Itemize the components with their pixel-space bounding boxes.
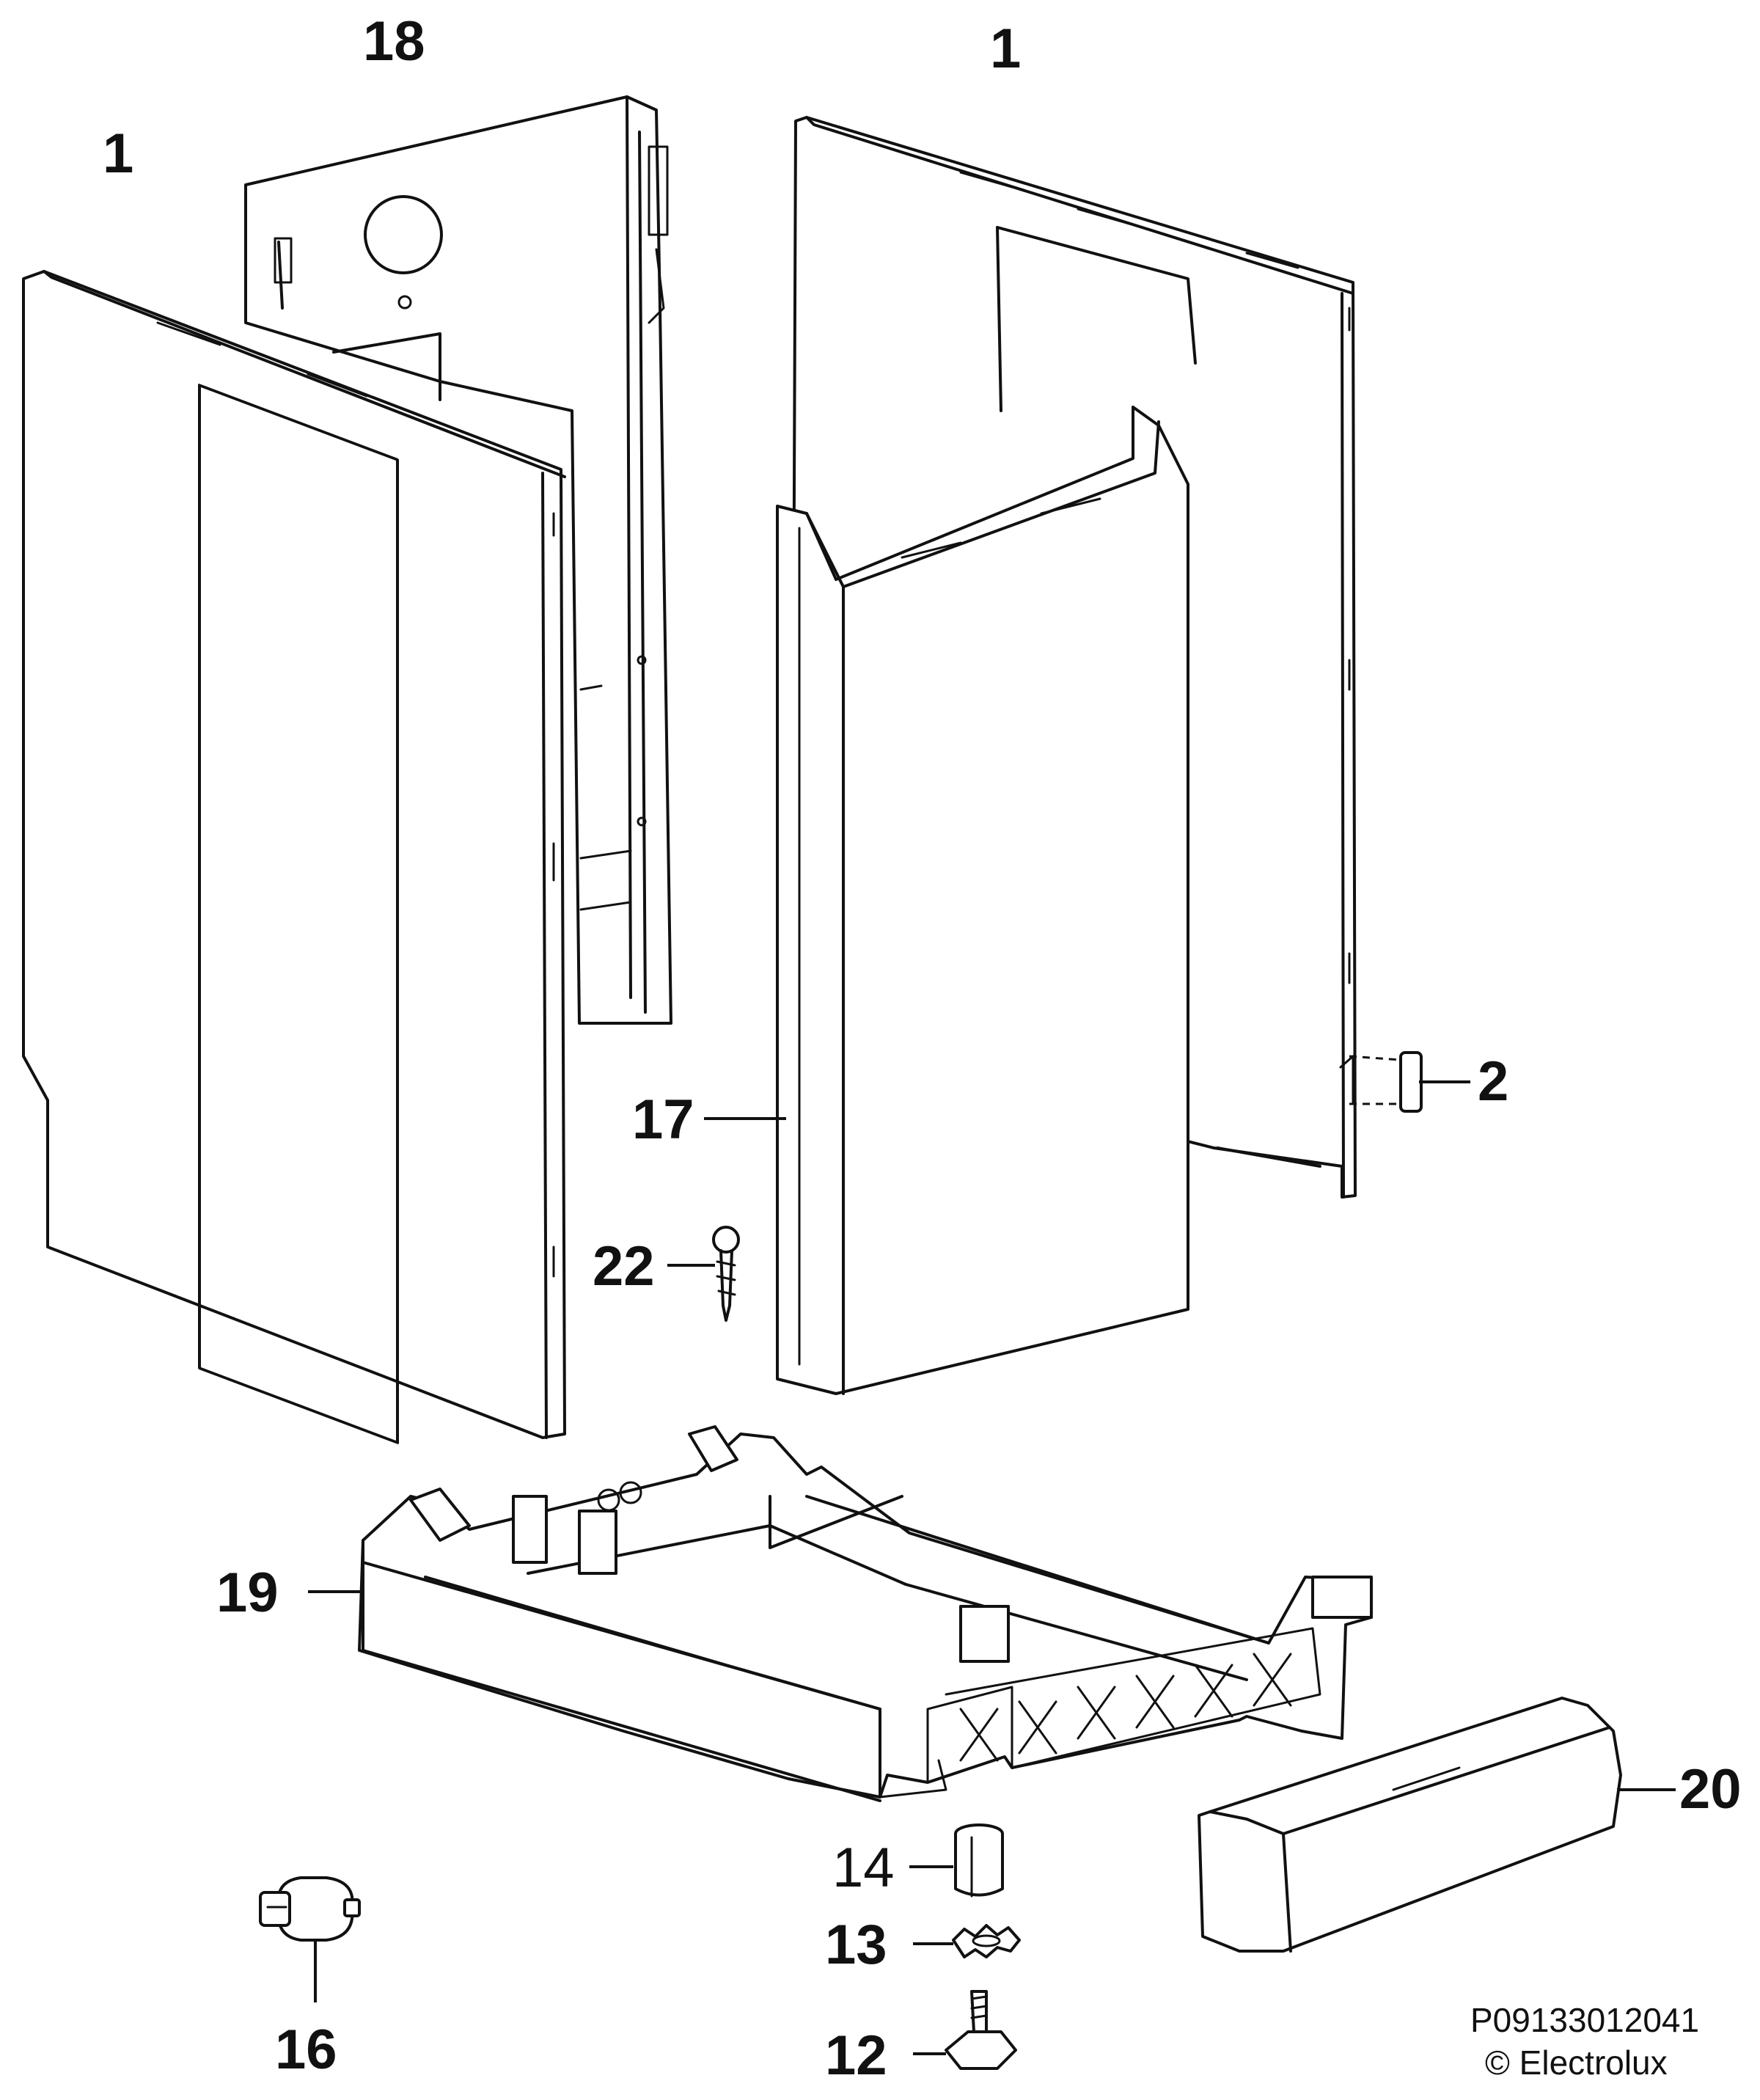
callout-washer: 13 (825, 1914, 887, 1976)
callout-bushing: 16 (275, 2019, 337, 2081)
base-frame-drawing (358, 1425, 1373, 1802)
spacer-drawing (954, 1823, 1004, 1898)
callout-clip: 2 (1478, 1050, 1508, 1113)
left-side-panel-drawing (22, 270, 566, 1444)
callout-foot: 12 (825, 2024, 887, 2087)
callout-screw: 22 (593, 1235, 655, 1298)
callout-spacer: 14 (832, 1837, 895, 1899)
leader-lines (308, 1080, 1676, 2055)
screw-drawing (712, 1226, 740, 1322)
reference-code: P09133012041 (1470, 2001, 1699, 2039)
bushing-drawing (259, 1876, 361, 1942)
callout-side-panel-right: 1 (990, 18, 1021, 80)
front-panel-drawing (776, 406, 1189, 1395)
kick-plate-drawing (1198, 1697, 1622, 1953)
callout-front-panel: 17 (632, 1089, 694, 1151)
washer-drawing (952, 1924, 1021, 1958)
foot-drawing (945, 1990, 1017, 2070)
callout-side-panel-left: 1 (103, 122, 133, 185)
callout-base-frame: 19 (216, 1562, 279, 1624)
callout-kick-plate: 20 (1679, 1758, 1742, 1821)
copyright-notice: © Electrolux (1485, 2044, 1668, 2082)
callout-rear-panel: 18 (363, 10, 425, 73)
clip-drawing (1339, 1051, 1423, 1113)
rear-panel-drawing (244, 95, 672, 1025)
